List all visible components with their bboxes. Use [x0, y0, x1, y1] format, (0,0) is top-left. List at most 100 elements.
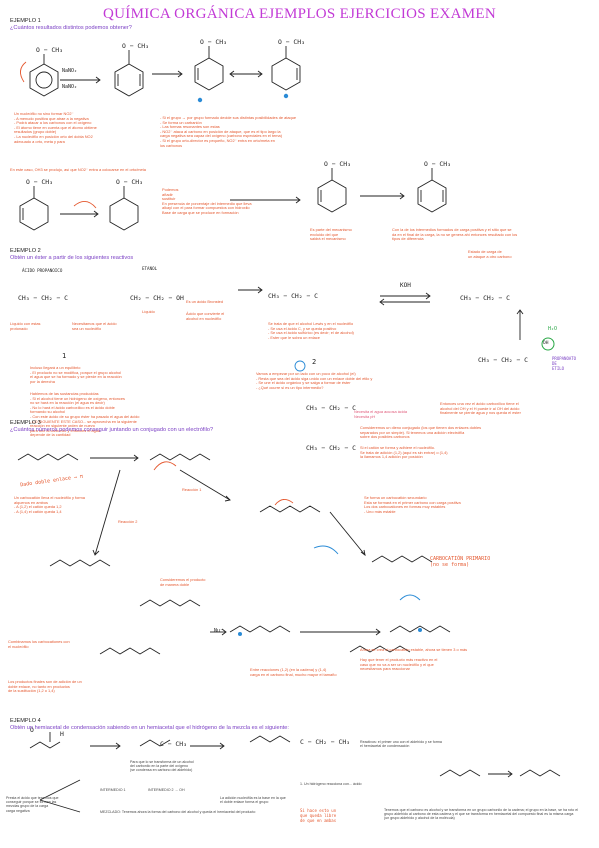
ex1-question: ¿Cuántos resultados distintos podemos ob…: [10, 25, 132, 31]
svg-text:CH₃ − CH₂ − C: CH₃ − CH₂ − C: [18, 294, 68, 302]
ring-2: [114, 63, 144, 97]
ex2-note-h: Necesita el agua acuosa ácida Necesita p…: [354, 409, 407, 419]
ex4-note-3: INTERMEDIO 1: [100, 788, 126, 792]
ex1-heading: EJEMPLO 1: [10, 18, 41, 24]
ex3-note-5: Combinamos los carbocationes con el nucl…: [8, 639, 70, 649]
diene-chain-1: [17, 453, 79, 461]
aldehyde-chain: [29, 741, 61, 749]
ex1-note-mid2: Podemos añadir sustituir En presencia de…: [162, 187, 252, 215]
chain-ex3-8: [389, 625, 451, 633]
ex4-question: Obtén un hemiacetal de condensación sabi…: [10, 725, 289, 731]
ring-3: [194, 57, 224, 91]
ex2-note-a: Necesitamos que el ácido sea un nucleófi…: [72, 321, 117, 331]
ex4-note-8: MEZCLADO: Tenemos ahora la forma del car…: [100, 810, 256, 814]
ex2-question: Obtén un éster a partir de los siguiente…: [10, 255, 134, 261]
ex1-reagent-1: NaNO₂: [62, 68, 78, 74]
ex1-note-mid4: Con la de los intermedios formados de ca…: [392, 227, 518, 242]
intermediate-chain-1: [139, 739, 171, 747]
ex4-note-4: INTERMEDIO 2 → OH: [148, 788, 185, 792]
ex2-label-acid: ÁCIDO PROPANOICO: [22, 268, 63, 273]
svg-text:C − CH₃: C − CH₃: [160, 740, 187, 748]
chain-ex3-6: [139, 599, 201, 607]
svg-text:O − CH₃: O − CH₃: [278, 38, 305, 46]
chain-ex3-4: [371, 555, 433, 563]
ex2-label-propyl: PROPANOATO DE ETILO: [552, 356, 577, 371]
chain-ex3-5: [49, 559, 111, 567]
ex2-circle-1: 1: [62, 352, 67, 360]
chain-ex3-10: [349, 645, 411, 653]
ex1-note-left: Un nucleófilo no sino formar NO2⁻ - A me…: [14, 111, 97, 144]
ex3-red-handwriting-2: CARBOCATIÓN PRIMARIO (no se forma): [430, 556, 491, 568]
ex2-oh: OH: [543, 341, 549, 346]
ex4-note-1: Reactivos: el primer uno con el aldehído…: [360, 740, 442, 749]
svg-text:H: H: [60, 730, 64, 738]
ex4-note-5: 1. Un hidrógeno reacciona con... ácido: [300, 782, 362, 786]
ex4-note-2: Para que lo se transforma de un alcohol …: [130, 760, 194, 773]
ex2-note-i: Entonces una vez el ácido carboxílico ti…: [440, 401, 521, 416]
ex3-note-2: Si el catión se forma y adhiere el nucle…: [360, 445, 448, 460]
product-chain: [439, 769, 481, 777]
benzene-aromatic-circle: [35, 71, 53, 89]
svg-text:O − CH₃: O − CH₃: [122, 42, 149, 50]
ex1-note-right: - Si el grupo → por grupo formado decide…: [160, 115, 297, 148]
ex2-h2o: H₂O: [548, 326, 558, 332]
ex2-heading: EJEMPLO 2: [10, 248, 41, 254]
ex3-note-8: Hay que tener el producto más reactivo e…: [360, 657, 438, 672]
product-chain-2: [519, 769, 561, 777]
svg-text:CH₃ − CH₂ − C: CH₃ − CH₂ − C: [268, 292, 318, 300]
svg-text:O: O: [30, 726, 34, 734]
ex4-note-9: Tenemos que el carbono es alcohol y se t…: [384, 808, 578, 821]
ex1-note-mid: En este caso, OH3 se produjo, así que NO…: [10, 167, 146, 172]
svg-text:C − CH₂ − CH₃: C − CH₂ − CH₃: [300, 738, 350, 746]
svg-text:CH₃ − CH₂ − C: CH₃ − CH₂ − C: [478, 356, 528, 364]
ring-4: [271, 57, 301, 91]
ex4-note-6: La adición nucleófila es la base en la q…: [220, 796, 286, 805]
chain-ex3-3: [259, 505, 321, 513]
svg-text:O − CH₃: O − CH₃: [200, 38, 227, 46]
ex3-note-10: Entre reacciones (1,2) (en la cadena) y …: [250, 667, 337, 677]
ex3-nucleophile: Nu⁻: [214, 628, 224, 634]
ex1-reagent-2: NaNO₂: [62, 84, 78, 90]
ex3-arrow-label-2: Reacción 2: [118, 519, 138, 524]
ex2-note-d: Se trata de que el alcohol Lewis y en el…: [268, 321, 354, 340]
ex1-note-arrow: Estado de carga de un ataque a otro carb…: [468, 249, 512, 259]
chain-ex3-7: [229, 625, 291, 633]
svg-text:O − CH₃: O − CH₃: [324, 160, 351, 168]
benzene-ring-1: [29, 63, 59, 97]
ex3-note-7: Consideremos el producto de manera doble: [160, 577, 206, 587]
ex2-note-b: Es un ácido Bronsted: [186, 299, 223, 304]
svg-text:O − CH₃: O − CH₃: [116, 178, 143, 186]
ex4-heading: EJEMPLO 4: [10, 718, 41, 724]
ring-8: [417, 179, 447, 213]
ex3-note-1: Consideremos un dieno conjugado (los que…: [360, 425, 482, 440]
oh-circle: [541, 337, 555, 351]
ex3-note-6: Ahora se crea el carbocatión estable, ah…: [360, 647, 468, 652]
page-title: QUÍMICA ORGÁNICA EJEMPLOS EJERCICIOS EXA…: [103, 6, 496, 22]
svg-text:CH₃ − CH₂ − C: CH₃ − CH₂ − C: [306, 404, 356, 412]
ex3-heading: EJEMPLO 3: [10, 420, 41, 426]
ex2-note-f: Incluso llegará a un equilibrio - El pro…: [30, 365, 122, 384]
intermediate-chain-2: [249, 735, 291, 743]
ex3-note-9: Los productos finales son de adición de …: [8, 679, 82, 694]
ex4-red-handwriting: Si hace esto un que queda libre de que e…: [300, 808, 337, 823]
ex2-note-e: Vamos a empezar por un lado con un poco …: [256, 371, 373, 390]
ex4-note-7: Presta el ácido que tenemos que consegui…: [6, 796, 59, 813]
ex2-koh: KOH: [400, 282, 411, 289]
svg-text:O − CH₃: O − CH₃: [424, 160, 451, 168]
diene-chain-2: [149, 453, 211, 461]
ex2-left-note: Líquido con estas protonado: [10, 321, 41, 331]
chain-ex3-9: [99, 647, 161, 655]
ex2-circle-2: 2: [312, 358, 317, 366]
ex2-note-g: Hablemos de las sustancias producidas - …: [30, 391, 140, 438]
svg-text:O − CH₃: O − CH₃: [36, 46, 63, 54]
ex3-arrow-label-1: Reacción 1: [182, 487, 202, 492]
svg-text:CH₂ − CH₂ − OH: CH₂ − CH₂ − OH: [130, 294, 184, 302]
ex3-note-3: Un carbocatión lleva el nucleófilo y for…: [14, 495, 85, 514]
svg-text:CH₃ − CH₂ − C: CH₃ − CH₂ − C: [306, 444, 356, 452]
ex2-label-liquid: Líquido: [142, 309, 155, 314]
ex2-label-ethanol: ETANOL: [142, 266, 158, 271]
svg-text:O − CH₃: O − CH₃: [26, 178, 53, 186]
ex2-note-c: Ácido que convierte el alcohol en nucleó…: [186, 311, 225, 321]
ring-6: [109, 197, 139, 231]
